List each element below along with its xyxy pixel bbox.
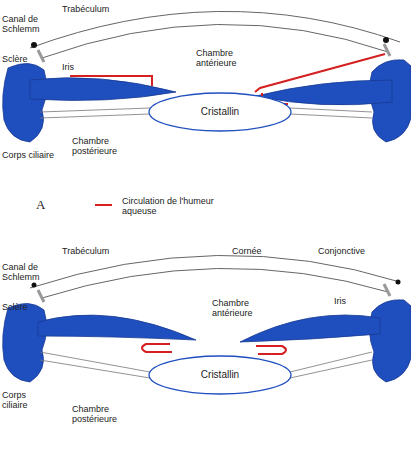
part-label: Chambre antérieure: [212, 298, 272, 319]
part-label: Trabéculum: [62, 246, 109, 256]
part-label: Sclère: [2, 302, 28, 312]
legend-text: Circulation de l'humeur aqueuse: [122, 196, 222, 217]
lens-ellipse: Cristallin: [148, 355, 292, 395]
part-label: Corps ciliaire: [2, 390, 42, 411]
lens-ellipse: Cristallin: [148, 92, 292, 132]
part-label: Chambre antérieure: [196, 48, 256, 69]
lens-label: Cristallin: [148, 92, 292, 132]
part-label: Canal de Schlemm: [2, 14, 52, 35]
part-label: Chambre postérieure: [72, 136, 132, 157]
part-label: Chambre postérieure: [72, 404, 132, 425]
part-label: Sclère: [2, 54, 28, 64]
part-label: Iris: [334, 296, 346, 306]
part-label: Trabéculum: [62, 4, 109, 14]
part-label: Cornée: [232, 246, 262, 256]
panel-letter: A: [36, 198, 45, 213]
part-label: Corps ciliaire: [2, 150, 54, 160]
part-label: Conjonctive: [318, 246, 365, 256]
part-label: Iris: [62, 62, 74, 72]
lens-label: Cristallin: [148, 355, 292, 395]
part-label: Canal de Schlemm: [2, 262, 42, 283]
